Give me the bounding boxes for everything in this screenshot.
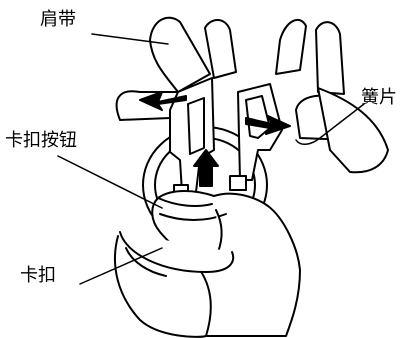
label-strap: 肩带 bbox=[40, 11, 76, 29]
label-spring-plate: 簧片 bbox=[361, 89, 397, 107]
label-clip: 卡扣 bbox=[20, 267, 56, 285]
label-clip-button: 卡扣按钮 bbox=[5, 132, 77, 150]
